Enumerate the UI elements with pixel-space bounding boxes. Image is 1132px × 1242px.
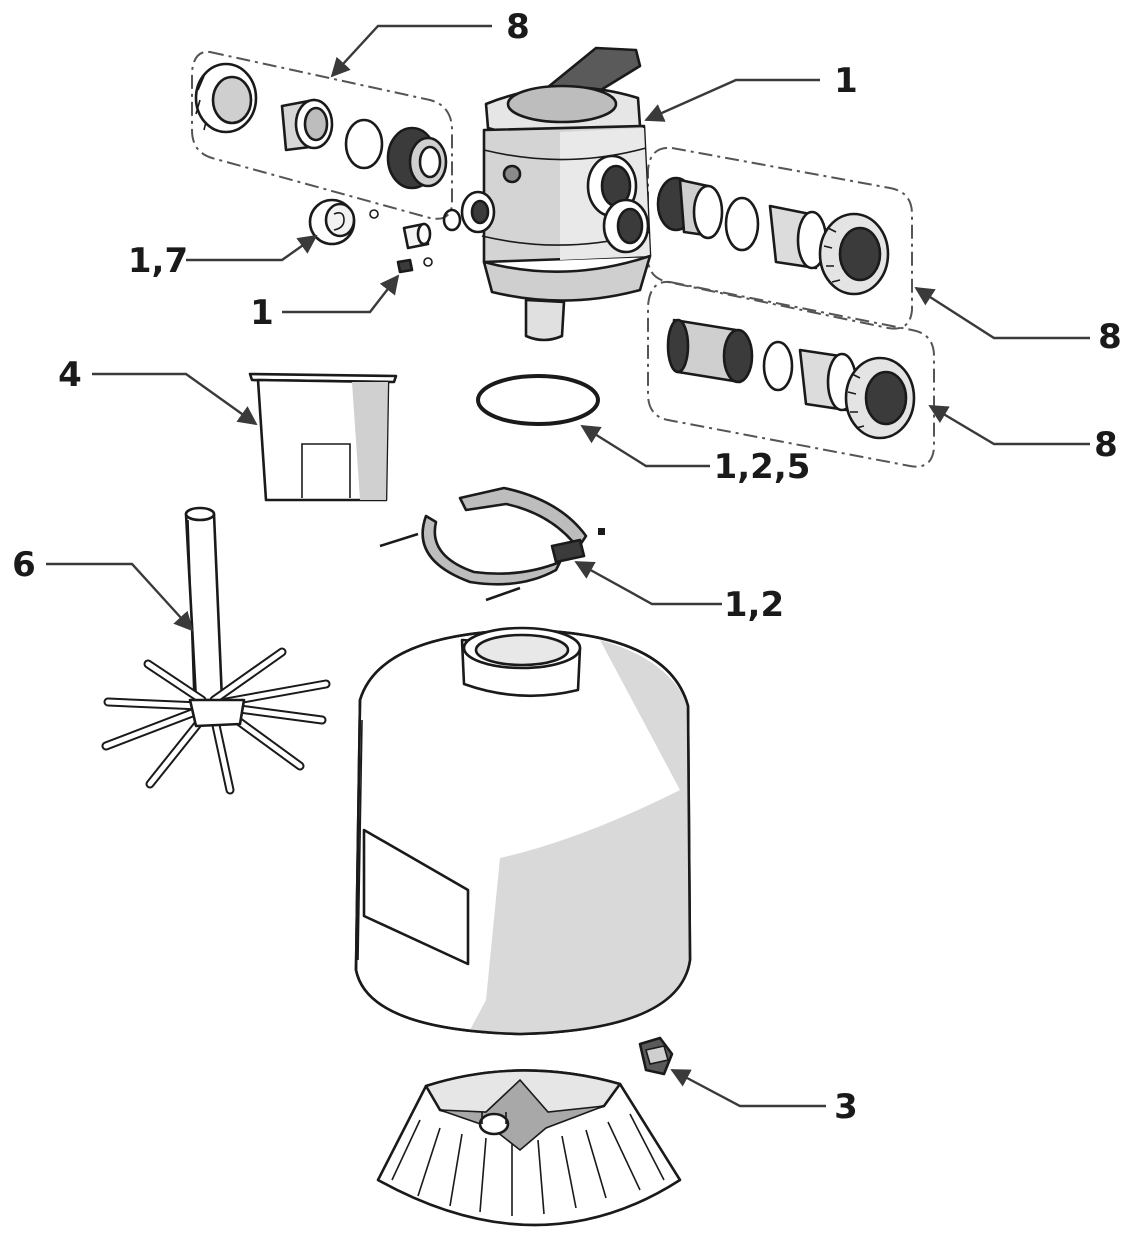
- multiport-valve: [460, 46, 652, 342]
- callout-label-top-union-group: 8: [506, 7, 530, 47]
- union-nut-top-left: [194, 62, 258, 134]
- callout-label-strainer-basket: 4: [58, 355, 82, 395]
- union-nut-right-lower: [844, 356, 916, 440]
- union-parts-right-lower: [666, 318, 916, 440]
- callout-label-pressure-gauge: 1,7: [128, 241, 188, 281]
- callout-label-small-parts: 1: [250, 293, 274, 333]
- lateral-assembly: [101, 506, 331, 795]
- tank-base: [376, 1069, 682, 1227]
- drain-plug: [638, 1036, 674, 1076]
- o-ring-top-left: [344, 118, 384, 170]
- callout-label-lateral-assembly: 6: [12, 545, 36, 585]
- callout-label-right-union-upper: 8: [1098, 317, 1122, 357]
- union-adapter-right-upper: [656, 176, 724, 240]
- valve-o-ring: [476, 374, 600, 426]
- union-adapter-right-lower: [666, 318, 754, 384]
- strainer-basket: [248, 372, 398, 502]
- union-parts-top-left: [194, 62, 448, 190]
- tank-label-plate: [362, 828, 470, 966]
- callout-label-valve-o-ring: 1,2,5: [714, 447, 811, 487]
- o-ring-right-lower: [762, 340, 794, 392]
- dashed-group-right-upper: [647, 146, 913, 330]
- union-adapter-top-left: [386, 126, 448, 190]
- o-ring-right-upper: [724, 196, 760, 252]
- union-nut-right-upper: [818, 212, 890, 296]
- pressure-gauge: [308, 198, 379, 246]
- union-tailpiece-top-left: [280, 98, 334, 152]
- union-parts-right-upper: [656, 176, 890, 296]
- filter-tank: [354, 626, 692, 1036]
- tank-clamp: [379, 486, 605, 602]
- union-tailpiece-right-upper: [768, 204, 828, 270]
- callout-label-drain-plug: 3: [834, 1087, 858, 1127]
- callout-label-tank-clamp: 1,2: [724, 585, 784, 625]
- callout-label-right-union-lower: 8: [1094, 425, 1118, 465]
- small-valve-parts: [396, 208, 462, 274]
- tank-shading: [470, 640, 690, 1034]
- dashed-group-right-lower: [647, 280, 935, 468]
- callout-label-valve-body: 1: [834, 61, 858, 101]
- dashed-group-top-left: [191, 50, 453, 220]
